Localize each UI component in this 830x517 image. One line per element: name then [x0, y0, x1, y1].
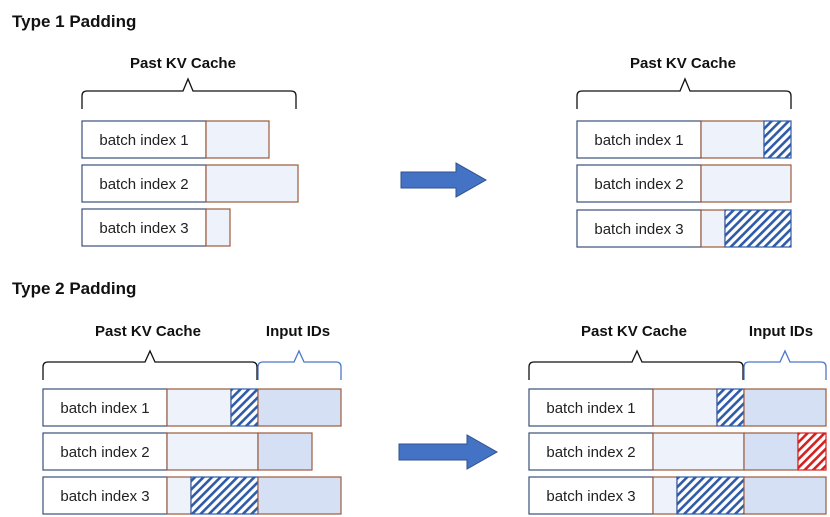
brace-past-kv-cache-t2-before [42, 349, 258, 380]
padding-block-t2-after-1 [716, 388, 745, 427]
cache-block-t1-after-2 [700, 164, 792, 203]
padding-block-t1-after-1 [763, 120, 792, 159]
header-past-kv-cache-t2-after: Past KV Cache [581, 323, 687, 340]
header-input-ids-t2-after: Input IDs [749, 323, 813, 340]
section-title-type1: Type 1 Padding [12, 12, 136, 31]
input-ids-block-t2-before-2 [257, 432, 313, 471]
row-label-box-t1-after-2 [576, 164, 702, 203]
cache-block-t2-before-3 [166, 476, 192, 515]
brace-input-ids-t2-after [743, 349, 827, 380]
arrow-right-icon-t1 [400, 162, 488, 198]
row-label-t2-before-3: batch index 3 [60, 488, 149, 505]
input-ids-block-t2-after-3 [743, 476, 827, 515]
brace-past-kv-cache-t1-after [576, 77, 792, 109]
header-input-ids-t2-before: Input IDs [266, 323, 330, 340]
row-label-t2-before-1: batch index 1 [60, 400, 149, 417]
row-label-box-t1-before-1 [81, 120, 207, 159]
padding-block-t2-before-1 [230, 388, 259, 427]
row-label-t1-before-3: batch index 3 [99, 220, 188, 237]
cache-block-t1-after-1 [700, 120, 765, 159]
cache-block-t1-before-1 [205, 120, 270, 159]
row-label-t2-before-2: batch index 2 [60, 444, 149, 461]
brace-past-kv-cache-t1-before [81, 77, 297, 109]
row-label-box-t2-before-1 [42, 388, 168, 427]
row-label-t1-after-3: batch index 3 [594, 221, 683, 238]
cache-block-t2-after-2 [652, 432, 745, 471]
row-label-box-t1-before-3 [81, 208, 207, 247]
input-ids-block-t2-after-2 [743, 432, 799, 471]
brace-input-ids-t2-before [257, 349, 342, 380]
brace-past-kv-cache-t2-after [528, 349, 744, 380]
header-past-kv-cache-t2-before: Past KV Cache [95, 323, 201, 340]
row-label-box-t1-before-2 [81, 164, 207, 203]
row-label-t2-after-1: batch index 1 [546, 400, 635, 417]
cache-block-t2-before-1 [166, 388, 232, 427]
row-label-t1-after-2: batch index 2 [594, 176, 683, 193]
padding-block-t1-after-3 [724, 209, 792, 248]
row-label-t2-after-2: batch index 2 [546, 444, 635, 461]
header-past-kv-cache-t1-before: Past KV Cache [130, 55, 236, 72]
row-label-t1-before-1: batch index 1 [99, 132, 188, 149]
row-label-box-t2-before-2 [42, 432, 168, 471]
cache-block-t2-before-2 [166, 432, 259, 471]
row-label-t1-after-1: batch index 1 [594, 132, 683, 149]
input-ids-block-t2-before-3 [257, 476, 342, 515]
cache-block-t1-before-3 [205, 208, 231, 247]
padding-block-red-t2-after-2 [797, 432, 827, 471]
padding-block-t2-after-3 [676, 476, 745, 515]
section-title-type2: Type 2 Padding [12, 279, 136, 298]
input-ids-block-t2-after-1 [743, 388, 827, 427]
row-label-box-t1-after-3 [576, 209, 702, 248]
padding-block-t2-before-3 [190, 476, 259, 515]
cache-block-t1-after-3 [700, 209, 726, 248]
row-label-box-t2-after-1 [528, 388, 654, 427]
row-label-t1-before-2: batch index 2 [99, 176, 188, 193]
arrow-right-icon-t2 [398, 434, 499, 470]
cache-block-t2-after-3 [652, 476, 678, 515]
input-ids-block-t2-before-1 [257, 388, 342, 427]
row-label-box-t2-before-3 [42, 476, 168, 515]
cache-block-t1-before-2 [205, 164, 299, 203]
cache-block-t2-after-1 [652, 388, 718, 427]
row-label-t2-after-3: batch index 3 [546, 488, 635, 505]
header-past-kv-cache-t1-after: Past KV Cache [630, 55, 736, 72]
row-label-box-t2-after-3 [528, 476, 654, 515]
